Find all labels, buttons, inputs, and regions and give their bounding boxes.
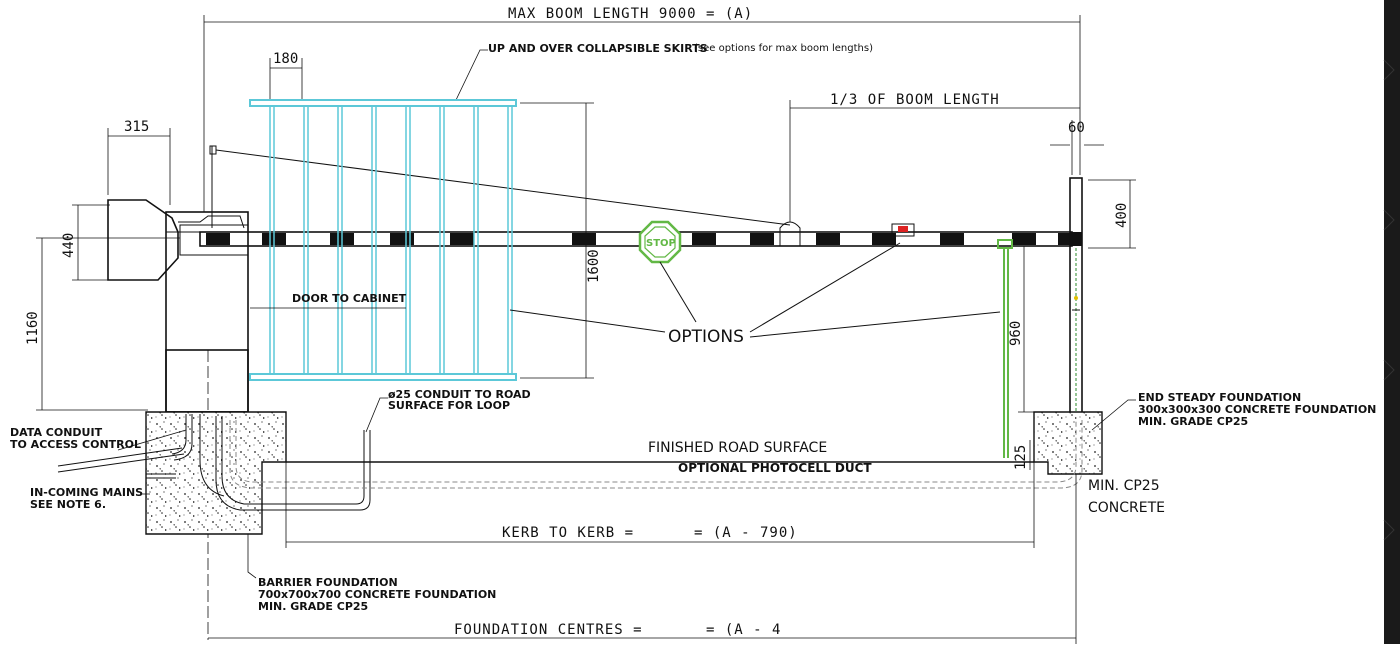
dim-1600-text: 1600 <box>586 249 602 283</box>
dim-1160-text: 1160 <box>25 311 41 345</box>
options-label: OPTIONS <box>668 327 744 347</box>
end-steady-foundation <box>1033 411 1103 475</box>
skirts-note: (see options for max boom lengths) <box>694 43 873 54</box>
boom-stripe <box>572 233 596 245</box>
skirt-bar <box>303 105 309 375</box>
photocell-label: OPTIONAL PHOTOCELL DUCT <box>678 461 872 475</box>
foundation-centres-dimension: FOUNDATION CENTRES = = (A - 4 <box>208 474 1077 644</box>
boom-stripe <box>940 233 964 245</box>
door-cabinet-label: DOOR TO CABINET <box>292 292 407 305</box>
dim-315: 315 <box>107 119 171 205</box>
stop-sign: STOP <box>638 220 682 264</box>
skirt-bar <box>439 105 445 375</box>
min-cp25-label-1: MIN. CP25 <box>1088 478 1160 494</box>
dim-180: 180 <box>269 51 303 100</box>
finished-road-label: FINISHED ROAD SURFACE <box>648 440 827 456</box>
dim-960: 960 <box>1008 245 1040 413</box>
data-conduit-label-2: TO ACCESS CONTROL <box>10 438 141 451</box>
data-conduit-callout: DATA CONDUIT TO ACCESS CONTROL <box>10 426 187 451</box>
boom-stripe <box>692 233 716 245</box>
third-boom-dimension: 1/3 OF BOOM LENGTH <box>789 92 1080 222</box>
mains-label-1: IN-COMING MAINS <box>30 486 143 499</box>
green-option <box>997 239 1013 458</box>
skirts-label: UP AND OVER COLLAPSIBLE SKIRTS <box>488 42 708 55</box>
dim-400: 400 <box>1088 179 1136 249</box>
dim-1160: 1160 <box>25 237 180 411</box>
foundation-centres-label: FOUNDATION CENTRES = <box>454 622 643 638</box>
road-surface: FINISHED ROAD SURFACE <box>286 440 1034 463</box>
kerb-value: = (A - 790) <box>694 525 798 541</box>
skirt-bar <box>405 105 411 375</box>
side-panel <box>1383 0 1400 644</box>
collapsible-skirts <box>249 99 517 381</box>
skirt-bar <box>269 105 275 375</box>
skirt-bar <box>473 105 479 375</box>
dim-440: 440 <box>61 204 110 281</box>
skirt-bar <box>371 105 377 375</box>
barrier-foundation-label-2: 700x700x700 CONCRETE FOUNDATION <box>258 588 496 601</box>
barrier-foundation-label-3: MIN. GRADE CP25 <box>258 600 368 613</box>
skirts-callout: UP AND OVER COLLAPSIBLE SKIRTS (see opti… <box>455 42 873 101</box>
end-steady-callout: END STEADY FOUNDATION 300x300x300 CONCRE… <box>1091 391 1376 431</box>
end-steady-label-2: 300x300x300 CONCRETE FOUNDATION <box>1138 403 1376 416</box>
boom-stripe <box>206 233 230 245</box>
dim-125: 125 <box>1013 440 1031 470</box>
options-callout: OPTIONS <box>509 242 1001 347</box>
data-conduit-label-1: DATA CONDUIT <box>10 426 103 439</box>
boom-stripe <box>450 233 474 245</box>
barrier-foundation-label-1: BARRIER FOUNDATION <box>258 576 398 589</box>
kerb-label: KERB TO KERB = <box>502 525 634 541</box>
boom-stripe <box>872 233 896 245</box>
conduit-callout: ø25 CONDUIT TO ROAD SURFACE FOR LOOP <box>365 388 531 433</box>
end-steady-label-1: END STEADY FOUNDATION <box>1138 391 1301 404</box>
dim-180-text: 180 <box>273 51 298 67</box>
dim-960-text: 960 <box>1008 321 1024 346</box>
barrier-foundation-callout: BARRIER FOUNDATION 700x700x700 CONCRETE … <box>247 534 496 613</box>
dim-440-text: 440 <box>61 233 77 258</box>
max-boom-label: MAX BOOM LENGTH 9000 = (A) <box>508 6 753 22</box>
min-cp25: MIN. CP25 CONCRETE <box>1088 478 1165 516</box>
end-steady-label-3: MIN. GRADE CP25 <box>1138 415 1248 428</box>
boom-rest-dome <box>779 221 801 246</box>
kerb-dimension: KERB TO KERB = = (A - 790) <box>285 462 1035 548</box>
max-boom-dimension: MAX BOOM LENGTH 9000 = (A) <box>203 6 1081 212</box>
stop-text: STOP <box>646 238 676 249</box>
dim-125-text: 125 <box>1013 445 1029 470</box>
dim-60: 60 <box>1050 120 1104 175</box>
boom-stripe <box>750 233 774 245</box>
min-cp25-label-2: CONCRETE <box>1088 500 1165 516</box>
third-boom-label: 1/3 OF BOOM LENGTH <box>830 92 1000 108</box>
dim-400-text: 400 <box>1114 203 1130 228</box>
boom-stripe <box>390 233 414 245</box>
boom-stripe <box>1012 233 1036 245</box>
mains-callout: IN-COMING MAINS SEE NOTE 6. <box>30 486 150 511</box>
conduit-label-2: SURFACE FOR LOOP <box>388 399 510 412</box>
boom-stripe <box>816 233 840 245</box>
mains-label-2: SEE NOTE 6. <box>30 498 106 511</box>
end-steady-post <box>1069 177 1083 415</box>
boom-light <box>891 223 915 237</box>
conduits: OPTIONAL PHOTOCELL DUCT <box>57 414 1083 511</box>
conduit-label-1: ø25 CONDUIT TO ROAD <box>388 388 531 401</box>
skirt-bar <box>507 105 513 375</box>
door-callout: DOOR TO CABINET <box>250 292 407 309</box>
dim-315-text: 315 <box>124 119 149 135</box>
dim-60-text: 60 <box>1068 120 1085 136</box>
skirt-bar <box>337 105 343 375</box>
foundation-centres-value: = (A - 4 <box>706 622 781 638</box>
